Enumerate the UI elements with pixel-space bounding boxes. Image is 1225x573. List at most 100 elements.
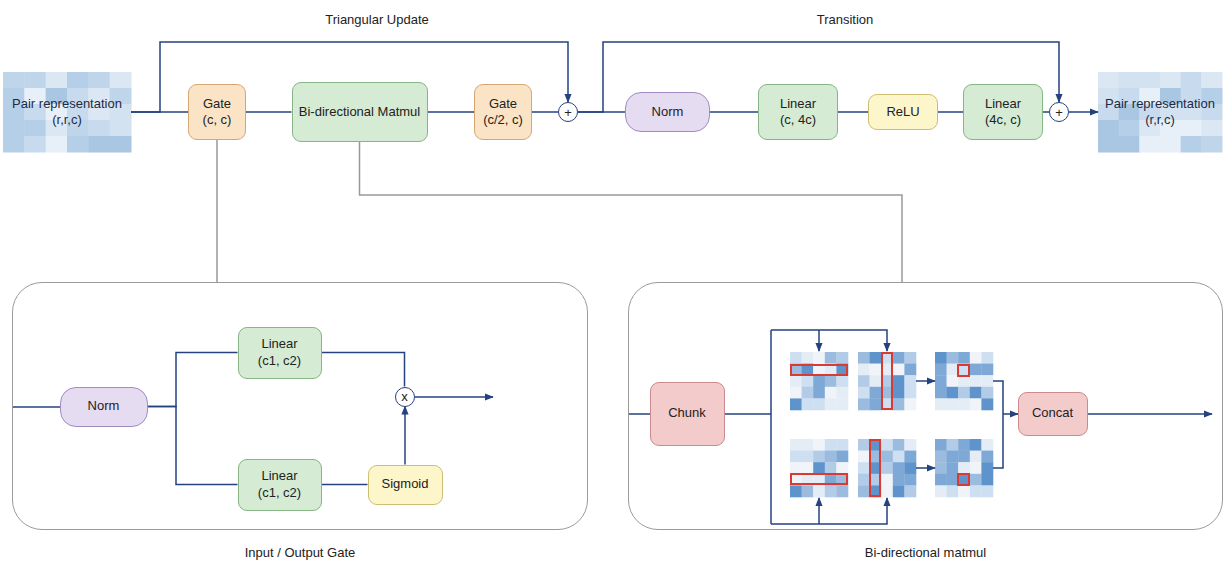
wire [771, 330, 887, 351]
linear-box: Linear(c1, c2) [238, 327, 322, 379]
mosaic-cell [24, 120, 46, 137]
matrix-cell [970, 439, 982, 451]
section-title: Transition [817, 12, 874, 27]
matrix-cell [790, 387, 802, 399]
gate-box: Gate(c/2, c) [474, 84, 532, 140]
matrix-cell [970, 451, 982, 463]
norm-box: Norm [60, 387, 148, 427]
matrix-cell [893, 462, 905, 474]
section-title: Triangular Update [325, 12, 429, 27]
matrix-cell [870, 364, 882, 376]
chunk-box: Chunk [650, 382, 725, 446]
matrix-cell [858, 398, 870, 410]
panel-heading: Bi-directional matmul [629, 545, 1222, 561]
node-label: Bi-directional Matmul [299, 104, 420, 120]
matrix-cell [858, 375, 870, 387]
wires [13, 330, 1212, 524]
mosaic-cell [46, 72, 68, 89]
matrix-cell [893, 364, 905, 376]
matrix-cell [825, 352, 837, 364]
matrix-cell [870, 398, 882, 410]
matrix-cell [802, 387, 814, 399]
matrix-cell [858, 462, 870, 474]
matrix-cell [958, 352, 970, 364]
matrix-cell [904, 398, 916, 410]
node-label: Linear [985, 96, 1021, 112]
wire [415, 396, 493, 398]
connector [938, 111, 963, 113]
matrix-cell [935, 364, 947, 376]
wire [818, 330, 820, 351]
matrix-cell [825, 485, 837, 497]
matrix-cell [947, 398, 959, 410]
matrix-cell [947, 364, 959, 376]
matrix-cell [981, 375, 993, 387]
matrix-cell [958, 485, 970, 497]
matrix-cell [825, 387, 837, 399]
wire [993, 381, 1003, 468]
illustration-part [958, 365, 969, 376]
connector [838, 111, 868, 113]
matrix-cell [935, 451, 947, 463]
node-label: Pair representation [12, 96, 122, 112]
matrix-cell [881, 439, 893, 451]
matrix-cell [947, 352, 959, 364]
matrix-cell [813, 451, 825, 463]
illustration-part [791, 365, 847, 375]
matrix-cell [893, 398, 905, 410]
node-label: Gate [203, 96, 231, 112]
matrix-cell [858, 485, 870, 497]
matrix-cell [858, 364, 870, 376]
matrix-cell [858, 451, 870, 463]
matrix-cell [790, 352, 802, 364]
matrix-cell [836, 451, 848, 463]
matrix-cell [947, 462, 959, 474]
node-label: Linear [261, 468, 297, 484]
node-label: Linear [780, 96, 816, 112]
mosaic-cell [1098, 136, 1119, 153]
node-label: Linear [261, 336, 297, 352]
node-label: Sigmoid [382, 476, 429, 492]
node-parameter: (c1, c2) [258, 353, 301, 369]
mosaic-cell [110, 136, 132, 153]
matrix-cell [981, 387, 993, 399]
matrix-cell [958, 439, 970, 451]
mosaic-cell [3, 136, 25, 153]
matrix-highlights [791, 353, 969, 496]
matrix-cell [935, 352, 947, 364]
matmul-panel: Bi-directional matmulChunkConcat [628, 282, 1223, 530]
matrix-cell [858, 387, 870, 399]
mosaic-cell [110, 72, 132, 89]
mosaic-cell [1139, 72, 1160, 89]
connector [1069, 111, 1098, 113]
matrix-cell [904, 364, 916, 376]
matrix-cell [947, 485, 959, 497]
matrix-cell [947, 439, 959, 451]
mosaic-cell [1181, 136, 1202, 153]
matrix-cell [970, 485, 982, 497]
node-label: Gate [489, 96, 517, 112]
matrix-cell [813, 439, 825, 451]
illustration-part [882, 353, 892, 409]
mosaic-cell [46, 136, 68, 153]
matrix-cell [813, 462, 825, 474]
node-label: Chunk [668, 405, 706, 421]
matrix-cell [836, 352, 848, 364]
matrix-cell [893, 375, 905, 387]
mosaic-cell [1139, 136, 1160, 153]
matrix-cell [947, 451, 959, 463]
matrix-cell [970, 352, 982, 364]
matrix-cell [981, 462, 993, 474]
connector [532, 111, 558, 113]
mosaic-cell [1181, 120, 1202, 137]
matrix-cell [813, 352, 825, 364]
matrix-cell [813, 387, 825, 399]
add-circle: + [558, 102, 578, 122]
matrix-cell [970, 364, 982, 376]
mosaic-cell [1181, 72, 1202, 89]
node-label: + [1055, 106, 1063, 119]
matrix-cell [802, 352, 814, 364]
matrix-cell [790, 375, 802, 387]
